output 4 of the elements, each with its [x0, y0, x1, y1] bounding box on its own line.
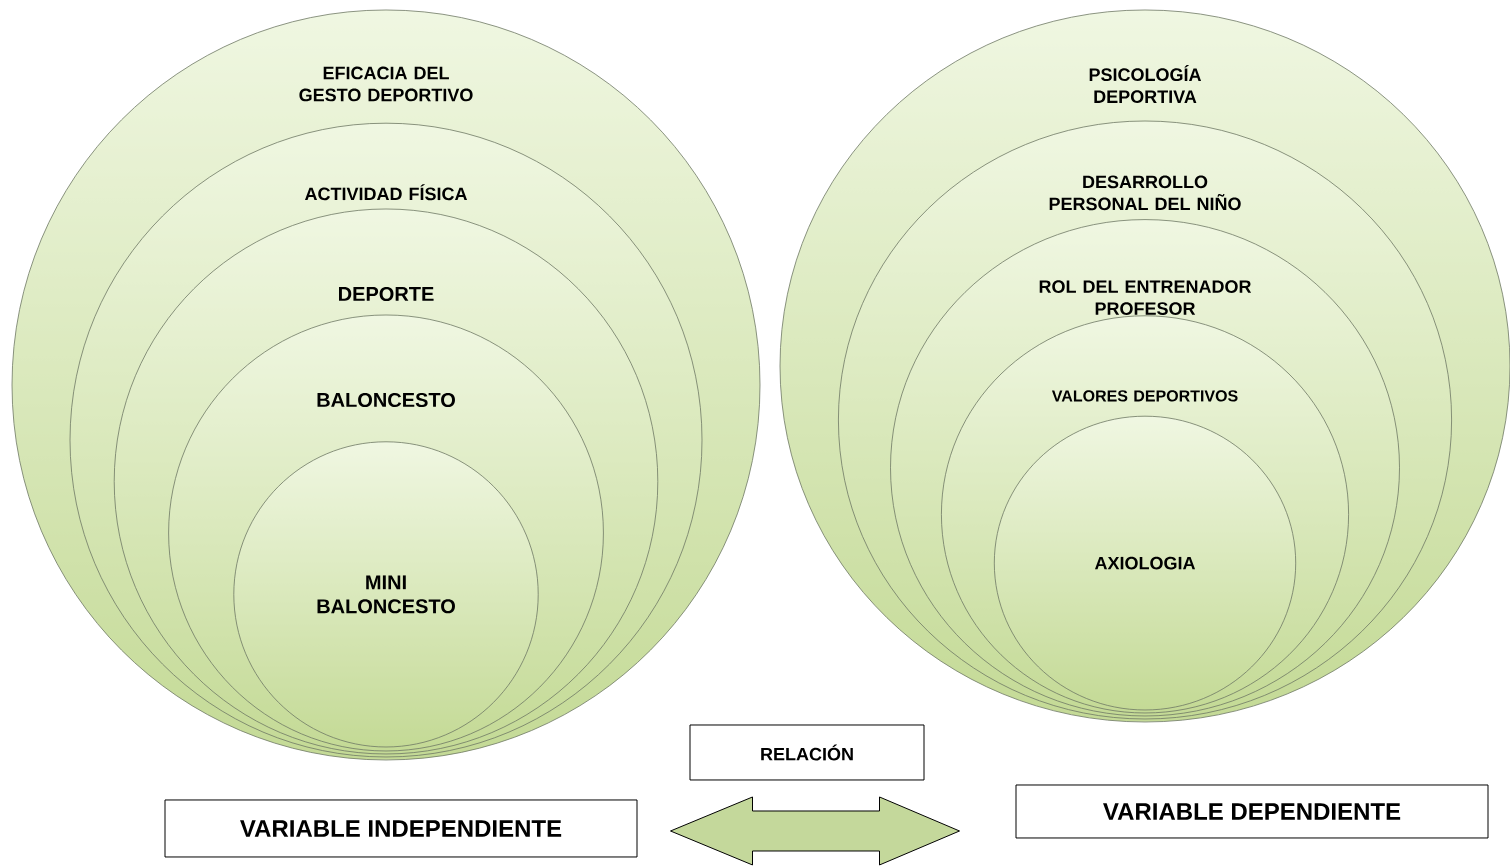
text-box: VARIABLE INDEPENDIENTE [164, 799, 638, 858]
text-box: VARIABLE DEPENDIENTE [1015, 784, 1489, 839]
double-arrow [670, 796, 960, 866]
text-box: RELACIÓN [689, 724, 925, 781]
